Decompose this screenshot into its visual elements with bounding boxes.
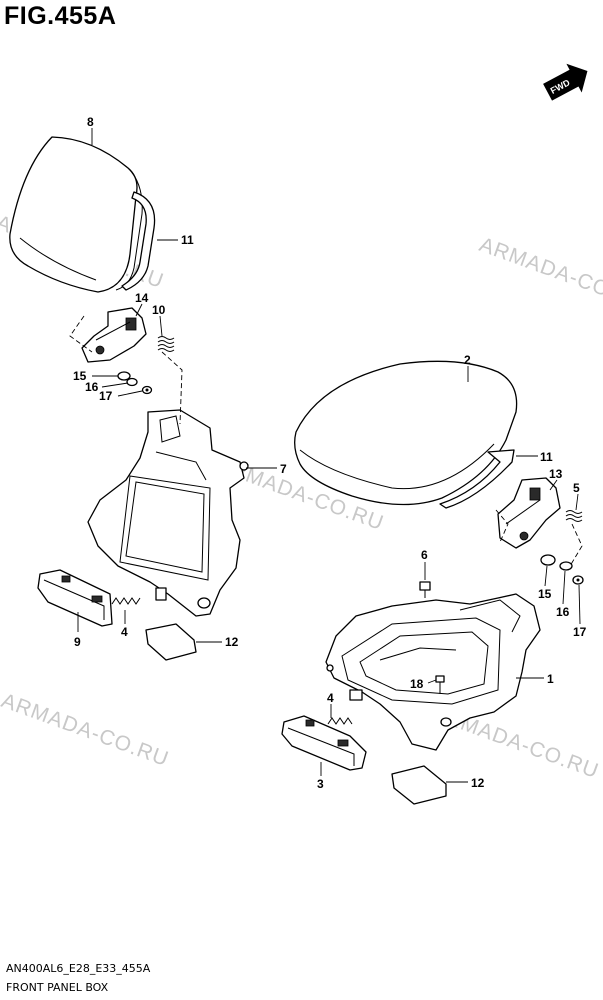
forward-arrow-icon: FWD bbox=[543, 63, 588, 101]
callout-11-left: 11 bbox=[181, 233, 194, 247]
left-box-part bbox=[87, 409, 249, 617]
left-lock-part bbox=[37, 569, 113, 627]
left-pad-part bbox=[145, 623, 197, 661]
right-lid-part bbox=[294, 360, 518, 506]
callout-3: 3 bbox=[317, 777, 324, 791]
figure-title: FIG.455A bbox=[4, 2, 117, 30]
callout-2: 2 bbox=[464, 353, 471, 367]
callout-labels: 8 11 14 10 15 16 17 7 9 4 12 2 11 13 5 6… bbox=[73, 115, 587, 791]
callout-8: 8 bbox=[87, 115, 94, 129]
assembly-guides bbox=[69, 315, 583, 567]
callout-1: 1 bbox=[547, 672, 554, 686]
right-washers-part bbox=[540, 554, 584, 585]
left-lid-part bbox=[9, 136, 143, 293]
figure-code: AN400AL6_E28_E33_455A bbox=[6, 962, 151, 975]
callout-15-left: 15 bbox=[73, 369, 87, 383]
left-seal-part bbox=[121, 191, 156, 291]
callout-13: 13 bbox=[549, 467, 563, 481]
callout-17-right: 17 bbox=[573, 625, 587, 639]
right-lock-part bbox=[281, 715, 367, 771]
figure-description: FRONT PANEL BOX bbox=[6, 981, 109, 994]
callout-12-right: 12 bbox=[471, 776, 485, 790]
callout-15-right: 15 bbox=[538, 587, 552, 601]
screw-part bbox=[435, 675, 445, 694]
callout-4-left: 4 bbox=[121, 625, 128, 639]
callout-16-right: 16 bbox=[556, 605, 570, 619]
callout-6: 6 bbox=[421, 548, 428, 562]
right-spring-part bbox=[565, 510, 583, 522]
callout-16-left: 16 bbox=[85, 380, 99, 394]
callout-12-left: 12 bbox=[225, 635, 239, 649]
callout-9: 9 bbox=[74, 635, 81, 649]
leader-lines bbox=[77, 128, 581, 783]
left-lock-spring-part bbox=[111, 597, 141, 605]
callout-17-left: 17 bbox=[99, 389, 113, 403]
right-box-part bbox=[325, 593, 541, 751]
callout-7: 7 bbox=[280, 462, 287, 476]
watermark-4: ARMADA-CO.RU bbox=[0, 689, 172, 771]
right-lock-spring-part bbox=[327, 717, 353, 725]
callout-18: 18 bbox=[410, 677, 424, 691]
left-washers-part bbox=[117, 371, 153, 395]
right-hinge-bracket-part bbox=[497, 477, 561, 549]
left-spring-part bbox=[157, 336, 175, 352]
watermark-2: ARMADA-CO.RU bbox=[476, 233, 603, 315]
bolt-part bbox=[419, 581, 431, 598]
right-seal-part bbox=[439, 449, 515, 509]
callout-11-right: 11 bbox=[540, 450, 553, 464]
callout-14: 14 bbox=[135, 291, 149, 305]
left-hinge-bracket-part bbox=[81, 307, 147, 363]
callout-5: 5 bbox=[573, 481, 580, 495]
right-pad-part bbox=[391, 765, 447, 805]
callout-4-right: 4 bbox=[327, 691, 334, 705]
callout-10: 10 bbox=[152, 303, 166, 317]
